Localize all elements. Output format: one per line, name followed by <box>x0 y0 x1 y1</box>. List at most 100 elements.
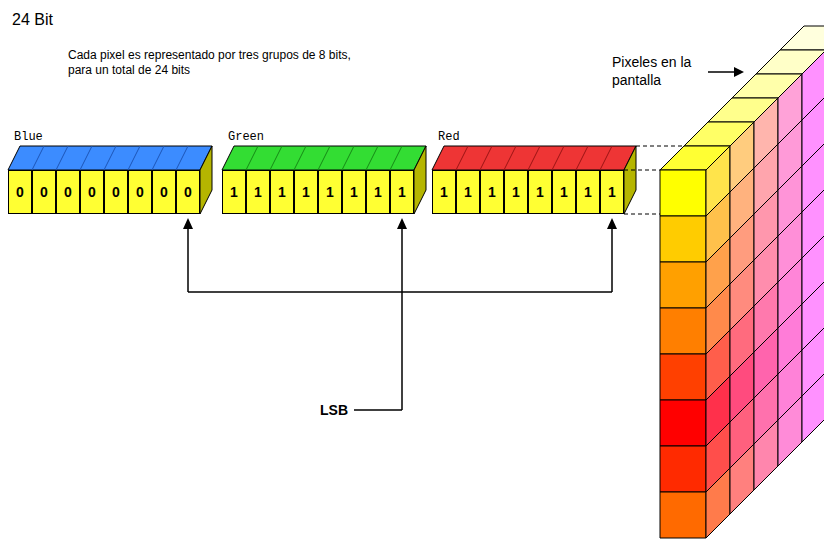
bit-value: 0 <box>112 185 120 199</box>
pixel-side-face <box>778 396 802 466</box>
bit-divider <box>366 146 378 170</box>
bit-divider <box>600 146 612 170</box>
pixel-side-face <box>754 420 778 490</box>
channel-label: Red <box>438 130 460 144</box>
bit-divider <box>128 146 140 170</box>
bit-cell: 1 <box>246 170 270 214</box>
bit-value: 1 <box>608 185 616 199</box>
pixel-face <box>660 308 706 354</box>
projection-line <box>624 170 660 171</box>
register-side-face <box>414 146 426 214</box>
bit-cell: 1 <box>600 170 624 214</box>
bit-divider <box>456 146 468 170</box>
bit-cell: 0 <box>8 170 32 214</box>
bit-cell: 1 <box>318 170 342 214</box>
bit-divider <box>390 146 402 170</box>
pixel-face <box>660 216 706 262</box>
bit-value: 1 <box>302 185 310 199</box>
arrowhead <box>183 218 193 229</box>
bit-divider <box>294 146 306 170</box>
bit-value: 1 <box>374 185 382 199</box>
bit-cell: 0 <box>56 170 80 214</box>
bit-cell: 1 <box>390 170 414 214</box>
bit-divider <box>176 146 188 170</box>
leader-line <box>187 226 189 292</box>
bit-cell: 1 <box>504 170 528 214</box>
bit-value: 1 <box>326 185 334 199</box>
bit-value: 0 <box>136 185 144 199</box>
pixel-face <box>660 492 706 538</box>
leader-line <box>401 226 403 410</box>
pointer-line <box>708 71 736 73</box>
bit-cell: 0 <box>152 170 176 214</box>
arrowhead <box>397 218 407 229</box>
bit-divider <box>528 146 540 170</box>
bit-divider <box>246 146 258 170</box>
bit-cell: 1 <box>342 170 366 214</box>
bit-value: 1 <box>584 185 592 199</box>
pixel-face <box>660 400 706 446</box>
pixel-side-face <box>706 468 730 538</box>
bit-cell: 1 <box>294 170 318 214</box>
bit-cell: 1 <box>552 170 576 214</box>
bit-cell: 1 <box>366 170 390 214</box>
register-side-face <box>200 146 212 214</box>
bit-value: 1 <box>278 185 286 199</box>
projection-line <box>624 214 660 215</box>
bit-value: 1 <box>350 185 358 199</box>
annotation: Pixeles en la pantalla <box>612 54 706 89</box>
bit-value: 1 <box>464 185 472 199</box>
channel-label: Blue <box>14 130 43 144</box>
bit-cell: 0 <box>104 170 128 214</box>
register-top-face <box>8 146 212 170</box>
bit-register: Blue00000000 <box>8 170 200 214</box>
bit-cell: 0 <box>32 170 56 214</box>
bit-value: 0 <box>64 185 72 199</box>
bit-register: Green11111111 <box>222 170 414 214</box>
bit-value: 0 <box>184 185 192 199</box>
cube-faces <box>8 26 824 538</box>
pixel-face <box>660 170 706 216</box>
pixel-top-face <box>780 26 824 50</box>
bit-divider <box>152 146 164 170</box>
bit-cell: 1 <box>576 170 600 214</box>
bit-value: 1 <box>560 185 568 199</box>
bit-cell: 1 <box>480 170 504 214</box>
bit-divider <box>504 146 516 170</box>
bit-value: 1 <box>512 185 520 199</box>
pixel-face <box>660 446 706 492</box>
bit-value: 1 <box>398 185 406 199</box>
bit-cell: 0 <box>80 170 104 214</box>
arrowhead <box>734 67 744 77</box>
leader-line <box>611 226 613 292</box>
projection-lines <box>624 146 684 214</box>
bit-value: 1 <box>254 185 262 199</box>
bit-value: 0 <box>40 185 48 199</box>
bit-cell: 1 <box>222 170 246 214</box>
bit-cell: 1 <box>270 170 294 214</box>
pixel-face <box>660 354 706 400</box>
projection-line <box>636 146 684 147</box>
bit-divider <box>342 146 354 170</box>
register-top-face <box>432 146 636 170</box>
bit-value: 0 <box>88 185 96 199</box>
diagram-title: 24 Bit <box>12 10 53 30</box>
bit-divider <box>318 146 330 170</box>
bit-divider <box>552 146 564 170</box>
register-top-face <box>222 146 426 170</box>
bit-divider <box>80 146 92 170</box>
bit-value: 1 <box>536 185 544 199</box>
bit-value: 1 <box>440 185 448 199</box>
arrowhead <box>607 218 617 229</box>
bit-value: 0 <box>160 185 168 199</box>
bit-divider <box>480 146 492 170</box>
lsb-leaders <box>188 226 612 410</box>
bit-divider <box>32 146 44 170</box>
leader-line <box>354 409 402 411</box>
bit-register: Red11111111 <box>432 170 624 214</box>
bit-cell: 0 <box>176 170 200 214</box>
bit-divider <box>104 146 116 170</box>
register-side-face <box>624 146 636 214</box>
